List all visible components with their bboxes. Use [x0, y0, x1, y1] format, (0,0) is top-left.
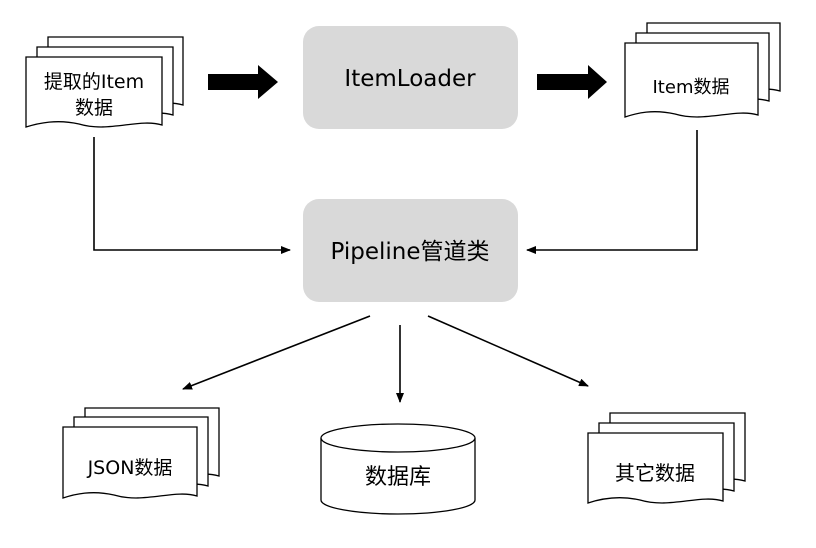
- pipeline-label: Pipeline管道类: [330, 239, 489, 265]
- itemloader-label: ItemLoader: [344, 66, 476, 92]
- pipeline-box: Pipeline管道类: [303, 199, 518, 302]
- other-data-document: 其它数据: [587, 412, 746, 504]
- arrow-pipeline-to-json: [182, 315, 371, 390]
- database-cylinder: 数据库: [320, 423, 476, 515]
- json-data-document: JSON数据: [62, 407, 220, 499]
- connector-item-data-to-pipeline: [526, 130, 698, 254]
- item-data-label: Item数据: [653, 77, 730, 98]
- other-data-label: 其它数据: [615, 461, 695, 485]
- json-data-label: JSON数据: [87, 457, 173, 479]
- database-label: 数据库: [365, 465, 431, 490]
- extracted-items-label-line2: 数据: [75, 97, 113, 119]
- extracted-items-document: 提取的Item 数据: [25, 36, 184, 128]
- connector-extracted-to-pipeline: [93, 137, 291, 254]
- item-data-document: Item数据: [624, 22, 781, 118]
- itemloader-box: ItemLoader: [303, 26, 518, 129]
- big-arrow-to-itemloader: [208, 65, 278, 99]
- arrow-pipeline-to-other: [427, 315, 589, 387]
- extracted-items-label-line1: 提取的Item: [44, 71, 144, 93]
- big-arrow-to-item-data: [537, 65, 607, 99]
